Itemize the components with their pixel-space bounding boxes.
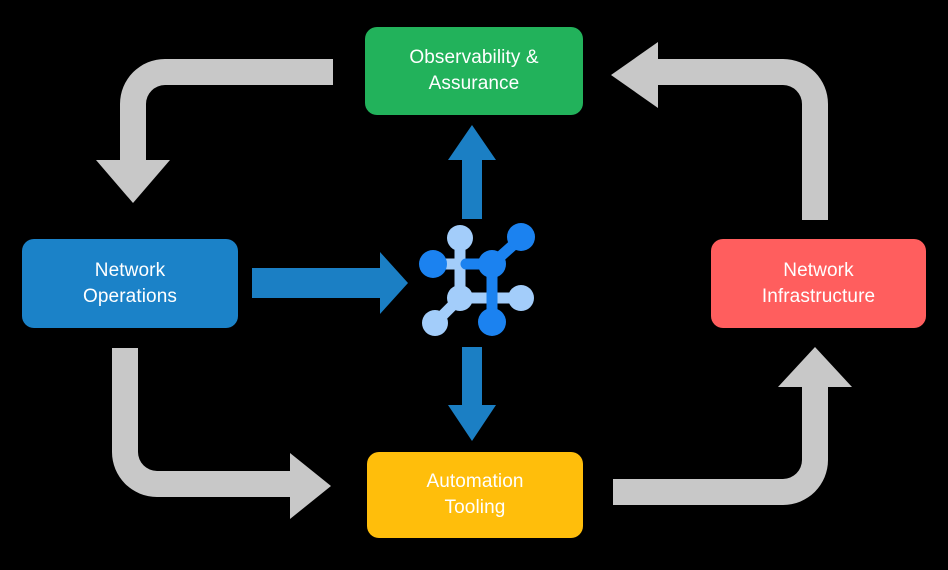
- node-network-infrastructure-label: Network Infrastructure: [762, 258, 875, 309]
- arrow-operations-to-automation: [112, 348, 331, 519]
- node-automation-tooling-label-line2: Tooling: [444, 497, 506, 518]
- arrow-observability-to-operations: [96, 59, 333, 203]
- node-network-infrastructure[interactable]: Network Infrastructure: [711, 239, 926, 328]
- node-network-operations-label: Network Operations: [83, 258, 177, 309]
- node-network-operations-label-line2: Operations: [83, 285, 177, 307]
- arrow-core-to-observability: [448, 125, 496, 219]
- node-automation-tooling-label: Automation Tooling: [426, 469, 523, 520]
- node-observability-assurance-label: Observability & Assurance: [409, 45, 538, 96]
- node-observability-assurance-label-line2: Assurance: [428, 73, 520, 94]
- node-observability-assurance-label-line1: Observability &: [409, 47, 539, 69]
- node-network-operations-label-line1: Network: [94, 259, 166, 281]
- node-network-infrastructure-label-line1: Network: [783, 259, 854, 281]
- arrow-infrastructure-to-observability: [611, 42, 828, 220]
- node-automation-tooling[interactable]: Automation Tooling: [367, 452, 583, 538]
- node-network-operations[interactable]: Network Operations: [22, 239, 238, 328]
- node-network-infrastructure-label-line2: Infrastructure: [761, 285, 876, 307]
- arrow-core-to-automation: [448, 347, 496, 441]
- arrow-operations-to-core: [252, 252, 408, 314]
- node-automation-tooling-label-line1: Automation: [426, 471, 524, 493]
- node-observability-assurance[interactable]: Observability & Assurance: [365, 27, 583, 115]
- arrow-automation-to-infrastructure: [613, 347, 852, 505]
